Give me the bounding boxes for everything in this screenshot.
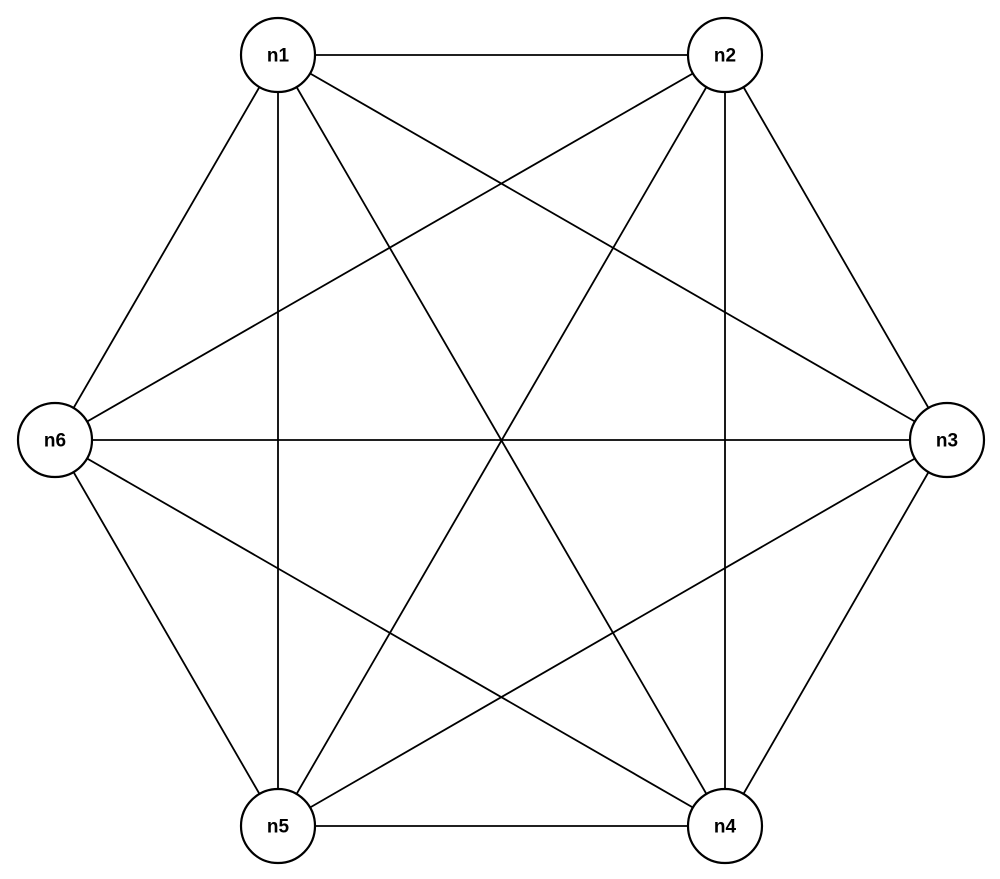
node-label: n4: [714, 817, 737, 838]
node-n4: n4: [686, 787, 764, 865]
edge-n4-n6: [54, 439, 726, 827]
edge-n3-n5: [277, 439, 948, 827]
node-label: n2: [714, 46, 736, 67]
node-circle: [239, 787, 317, 865]
node-label: n1: [267, 46, 290, 67]
node-circle: [686, 787, 764, 865]
node-circle: [686, 16, 764, 94]
edge-layer: [54, 54, 948, 827]
node-circle: [908, 401, 986, 479]
edge-n3-n4: [724, 439, 948, 827]
node-n1: n1: [239, 16, 317, 94]
edge-n1-n6: [54, 54, 279, 441]
node-label: n6: [44, 431, 66, 452]
node-label: n3: [936, 431, 958, 452]
node-n6: n6: [16, 401, 94, 479]
node-label: n5: [267, 817, 290, 838]
node-circle: [239, 16, 317, 94]
node-n3: n3: [908, 401, 986, 479]
edge-n2-n6: [54, 54, 726, 441]
edge-n2-n3: [724, 54, 948, 441]
edge-n5-n6: [54, 439, 279, 827]
node-n5: n5: [239, 787, 317, 865]
node-n2: n2: [686, 16, 764, 94]
node-layer: n1 n2 n3 n4 n5 n6: [16, 16, 986, 865]
node-circle: [16, 401, 94, 479]
